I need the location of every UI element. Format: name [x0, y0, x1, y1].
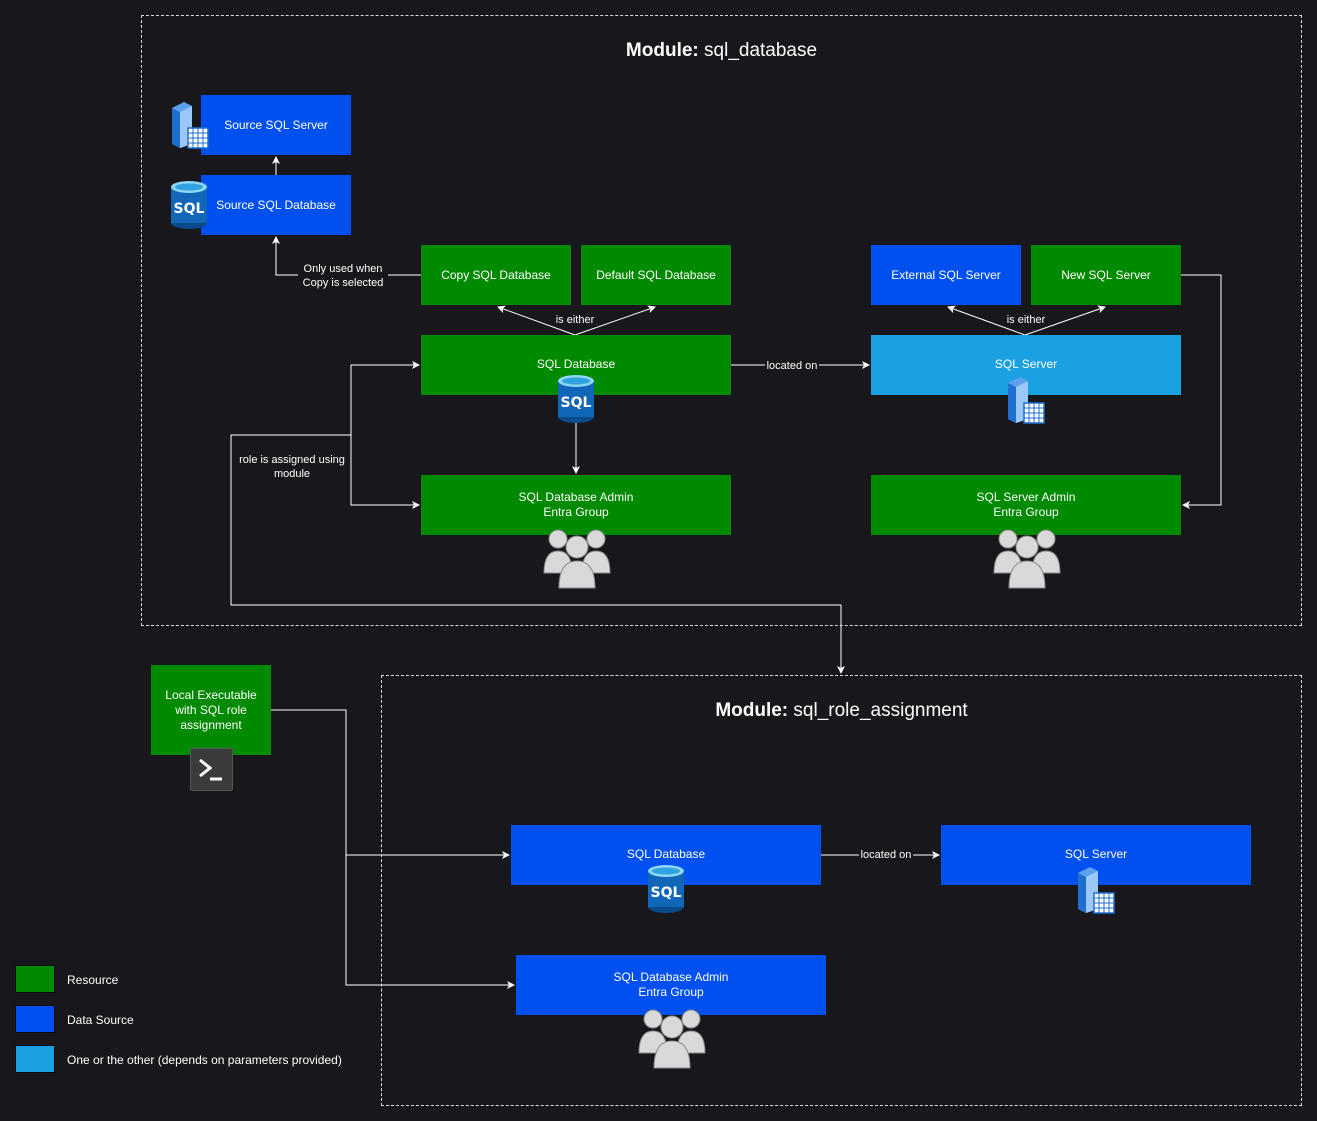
sql-database-icon: SQL [558, 375, 594, 423]
edge-sqlserver-to-new [1024, 305, 1106, 336]
sql-icon-text: SQL [651, 885, 682, 901]
edge-local-exec-to-m2-admin [345, 855, 515, 989]
module-title: Module: sql_database [142, 40, 1301, 62]
legend-label-either: One or the other (depends on parameters … [67, 1053, 342, 1067]
edge-role-bracket-top [350, 361, 420, 435]
sql-icon-text: SQL [174, 201, 205, 217]
edge-label-m2-located-on: located on [859, 848, 913, 862]
module-title: Module: sql_role_assignment [382, 700, 1301, 722]
edge-role-to-module2 [230, 434, 845, 674]
sql-database-icon: SQL [171, 181, 207, 229]
node-label: SQL Database [536, 357, 616, 371]
legend-swatch-resource [15, 965, 55, 993]
module-title-prefix: Module: [625, 40, 699, 61]
node-source-sql-server[interactable]: Source SQL Server [201, 95, 351, 155]
node-sql-server-admin[interactable]: SQL Server Admin Entra Group [871, 475, 1181, 535]
edge-label-only-used-when: Only used when Copy is selected [298, 262, 388, 290]
node-label: Source SQL Server [224, 117, 328, 132]
node-label: New SQL Server [1061, 267, 1151, 282]
user-group-icon [638, 1009, 706, 1069]
node-local-executable[interactable]: Local Executable with SQL role assignmen… [151, 665, 271, 755]
node-label: SQL Database [626, 847, 706, 861]
module-title-prefix: Module: [715, 700, 789, 721]
edge-new-server-to-server-admin [1181, 274, 1222, 509]
node-source-sql-database[interactable]: Source SQL Database [201, 175, 351, 235]
node-label: SQL Server Admin Entra Group [976, 490, 1076, 519]
node-label: SQL Database Admin Entra Group [613, 970, 729, 999]
node-label: Local Executable with SQL role assignmen… [165, 688, 257, 732]
user-group-icon [543, 529, 611, 589]
module-title-name: sql_role_assignment [793, 700, 968, 721]
edge-sqldb-to-default [574, 305, 656, 336]
node-label: Default SQL Database [596, 267, 716, 282]
module-sql-database: Module: sql_database [141, 15, 1302, 626]
node-label: Source SQL Database [216, 197, 336, 212]
terminal-icon [190, 748, 233, 791]
edge-sqldb-to-copy [497, 305, 576, 336]
node-default-sql-database[interactable]: Default SQL Database [581, 245, 731, 305]
node-label: SQL Database Admin Entra Group [518, 490, 634, 519]
node-label: SQL Server [994, 357, 1058, 371]
node-m2-sql-database-admin[interactable]: SQL Database Admin Entra Group [516, 955, 826, 1015]
node-external-sql-server[interactable]: External SQL Server [871, 245, 1021, 305]
sql-icon-text: SQL [561, 395, 592, 411]
edge-label-located-on: located on [765, 359, 819, 373]
legend-swatch-either [15, 1045, 55, 1073]
node-label: SQL Server [1064, 847, 1128, 861]
user-group-icon [993, 529, 1061, 589]
node-sql-database-admin[interactable]: SQL Database Admin Entra Group [421, 475, 731, 535]
node-label: External SQL Server [891, 267, 1001, 282]
edge-role-bracket-bottom [350, 435, 420, 509]
edge-sqlserver-to-external [947, 305, 1026, 336]
sql-database-icon: SQL [648, 865, 684, 913]
node-label: Copy SQL Database [441, 267, 551, 282]
sql-server-icon [1008, 377, 1045, 424]
module-sql-role-assignment: Module: sql_role_assignment [381, 675, 1302, 1106]
edge-label-role-assigned: role is assigned using module [234, 453, 350, 481]
node-copy-sql-database[interactable]: Copy SQL Database [421, 245, 571, 305]
edge-label-is-either-server: is either [1006, 314, 1046, 326]
edge-local-exec-to-m2-db [271, 709, 510, 859]
legend-label-data-source: Data Source [67, 1013, 134, 1027]
node-new-sql-server[interactable]: New SQL Server [1031, 245, 1181, 305]
edge-label-is-either-db: is either [555, 314, 595, 326]
legend-label-resource: Resource [67, 973, 119, 987]
legend-swatch-data-source [15, 1005, 55, 1033]
sql-server-icon [1078, 867, 1115, 914]
module-title-name: sql_database [704, 40, 818, 61]
sql-server-icon [172, 102, 209, 149]
